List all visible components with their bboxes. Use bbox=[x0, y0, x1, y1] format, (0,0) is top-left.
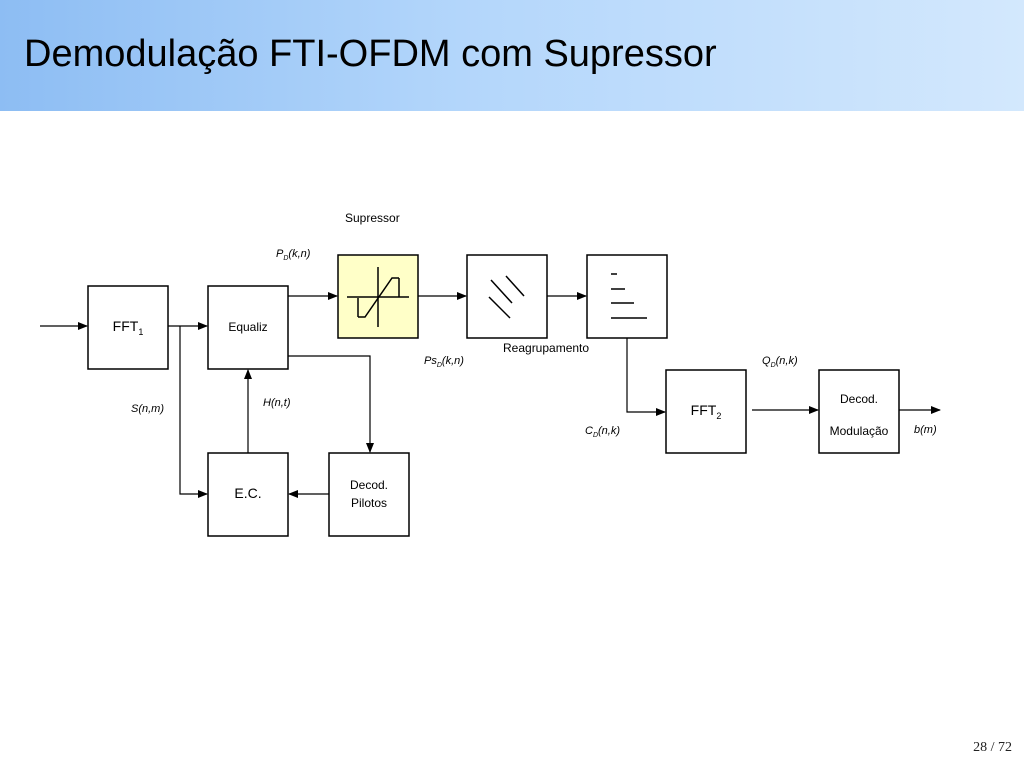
qd-sub: D bbox=[770, 362, 776, 370]
fft1-block bbox=[87, 285, 169, 370]
equaliz-label: Equaliz bbox=[228, 320, 268, 334]
limiter-symbol bbox=[347, 267, 409, 327]
fft1-to-ec bbox=[179, 326, 208, 498]
s-label: S(n,m) bbox=[131, 403, 164, 415]
decod-modulacao-block bbox=[818, 369, 900, 454]
page-number: 28 / 72 bbox=[973, 740, 1012, 756]
qd-main: Q bbox=[762, 355, 771, 367]
pd-sub: D bbox=[283, 255, 289, 263]
fft1-sub: 1 bbox=[138, 326, 144, 337]
staircase-to-fft2 bbox=[626, 338, 666, 416]
staircase-lines-icon bbox=[611, 273, 647, 319]
ec-label: E.C. bbox=[234, 485, 262, 501]
psd-main: Ps bbox=[424, 355, 437, 367]
decod-pilotos-block bbox=[328, 452, 410, 537]
qd-rest: (n,k) bbox=[775, 355, 798, 367]
h-label: H(n,t) bbox=[263, 397, 291, 409]
fft1-label: FFT1 bbox=[88, 318, 168, 337]
decod-pilotos-line1: Decod. bbox=[349, 478, 389, 492]
page-separator: / bbox=[990, 740, 995, 755]
slide-header bbox=[0, 0, 1024, 111]
equaliz-to-pilotos bbox=[288, 355, 374, 453]
psd-label: PsD(k,n) bbox=[424, 355, 464, 369]
supressor-label: Supressor bbox=[345, 211, 400, 225]
equaliz-block bbox=[207, 285, 289, 370]
page-current: 28 bbox=[973, 740, 988, 755]
pd-label: PD(k,n) bbox=[276, 248, 310, 262]
cd-label: CD(n,k) bbox=[585, 425, 620, 439]
cd-rest: (n,k) bbox=[598, 425, 621, 437]
fft1-main: FFT bbox=[112, 318, 139, 334]
reagrupamento-label: Reagrupamento bbox=[503, 341, 590, 355]
page-total: 72 bbox=[998, 740, 1012, 755]
fft2-main: FFT bbox=[690, 402, 717, 418]
b-label: b(m) bbox=[914, 424, 937, 436]
staircase-block bbox=[586, 254, 668, 339]
qd-label: QD(n,k) bbox=[762, 355, 798, 369]
connections bbox=[40, 292, 941, 498]
slide-title: Demodulação FTI-OFDM com Supressor bbox=[24, 33, 717, 75]
fft2-label: FFT2 bbox=[666, 402, 746, 421]
psd-sub: D bbox=[436, 362, 442, 370]
fft2-block bbox=[665, 369, 747, 454]
regroup-lines-icon bbox=[488, 275, 525, 319]
psd-rest: (k,n) bbox=[441, 355, 464, 367]
fft2-sub: 2 bbox=[716, 410, 722, 421]
cd-sub: D bbox=[592, 432, 599, 440]
decod-modulacao-line1: Decod. bbox=[839, 392, 879, 406]
cd-main: C bbox=[585, 425, 593, 437]
decod-pilotos-line2: Pilotos bbox=[350, 496, 388, 510]
ec-block bbox=[207, 452, 289, 537]
decod-modulacao-line2: Modulação bbox=[829, 424, 889, 438]
pd-main: P bbox=[276, 248, 284, 260]
pd-rest: (k,n) bbox=[288, 248, 311, 260]
